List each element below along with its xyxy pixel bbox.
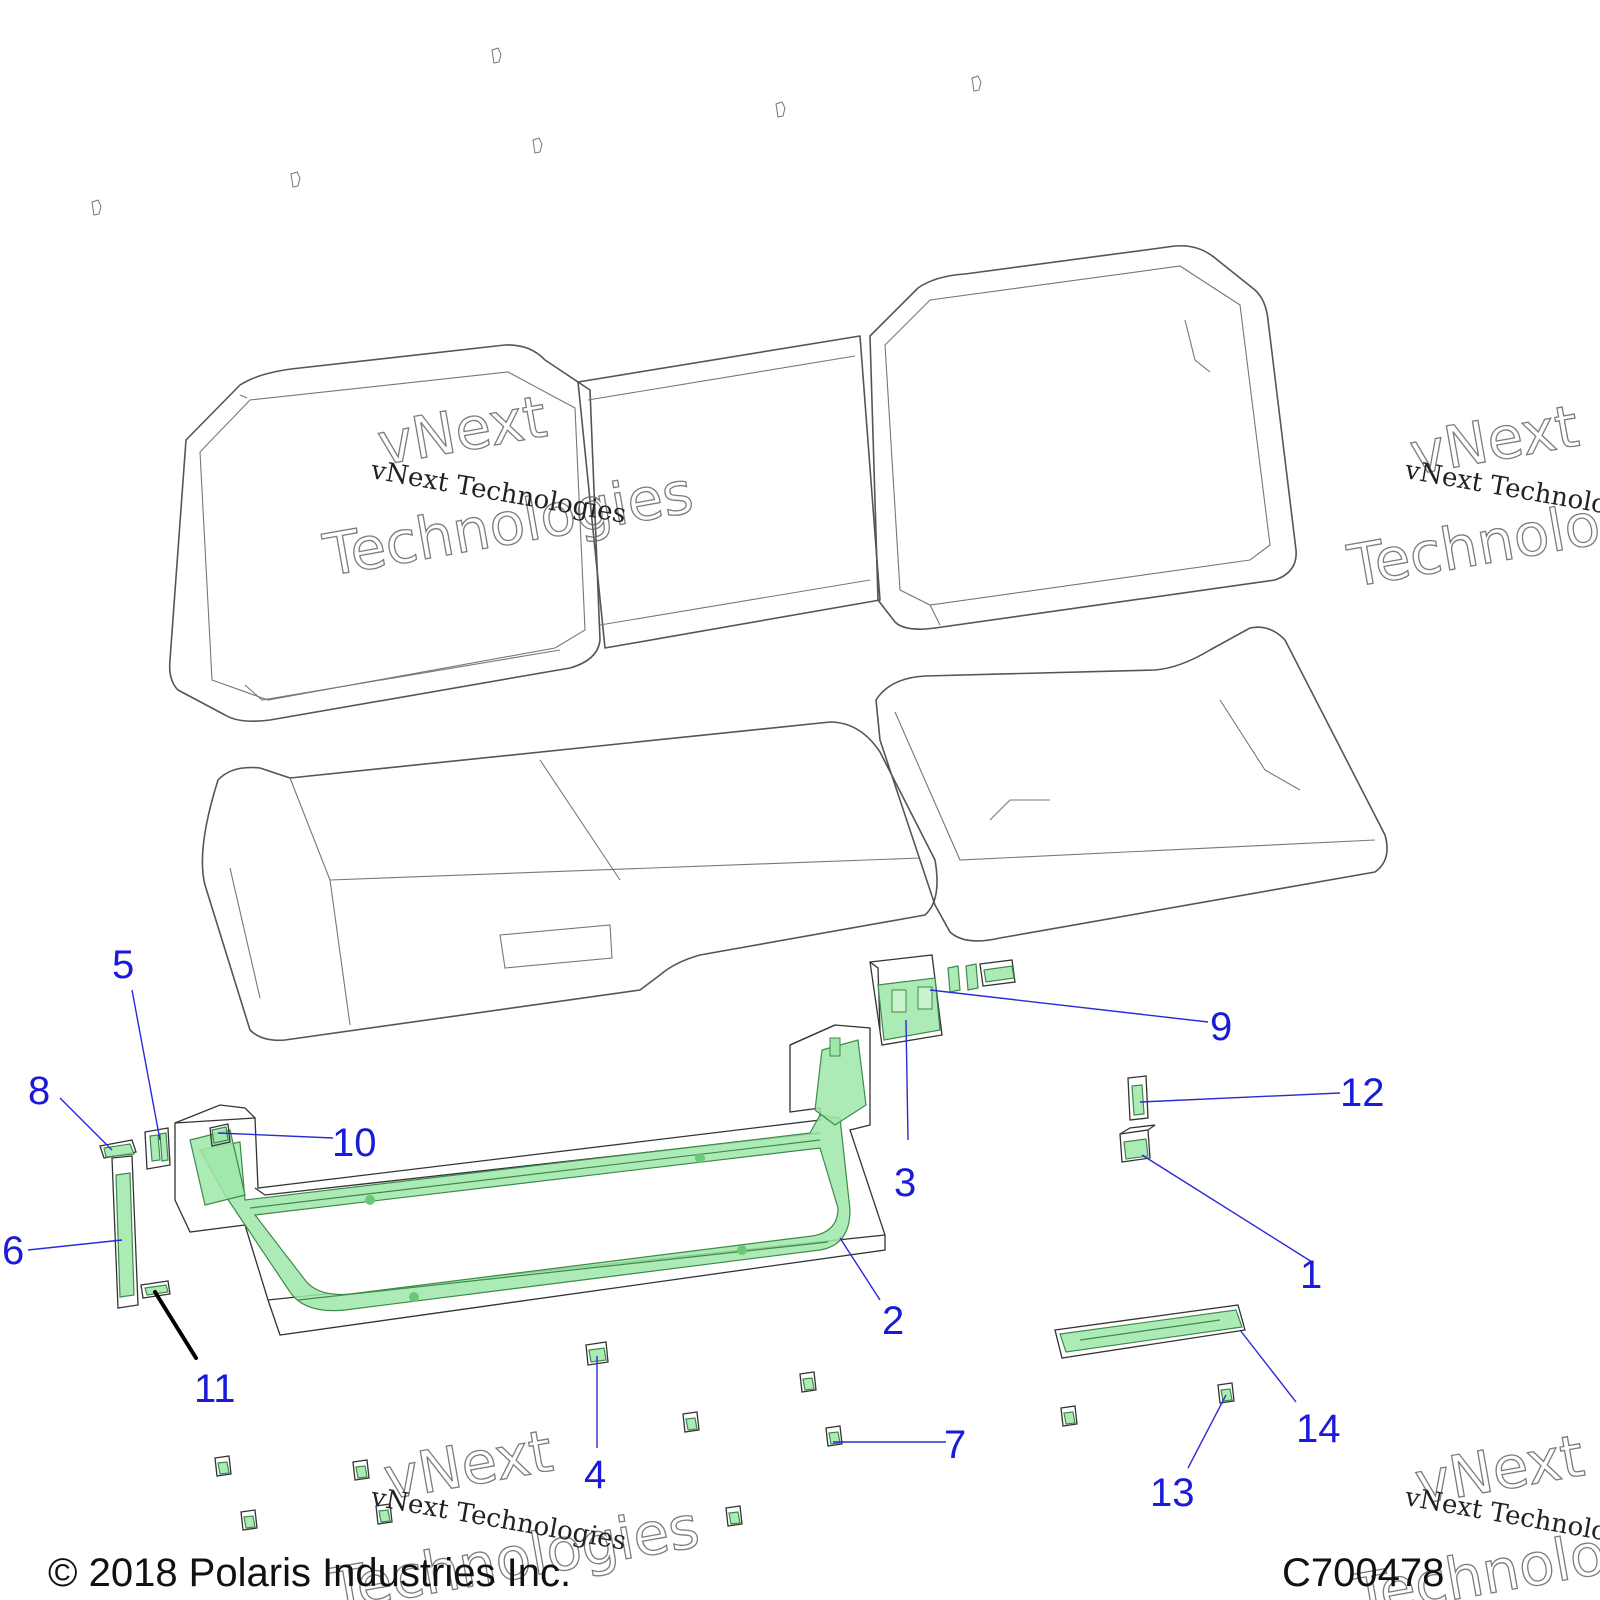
fastener-group bbox=[91, 47, 982, 216]
callout-12: 12 bbox=[1340, 1071, 1385, 1115]
callout-11: 11 bbox=[194, 1367, 236, 1411]
seat-backrest-middle bbox=[577, 335, 881, 649]
callout-1: 1 bbox=[1300, 1253, 1322, 1297]
seat-cushion-left bbox=[201, 721, 938, 1042]
callout-8: 8 bbox=[28, 1069, 50, 1113]
callout-3: 3 bbox=[894, 1161, 916, 1205]
callout-4: 4 bbox=[584, 1453, 606, 1497]
watermark-top-center: vNext Technologies bbox=[318, 382, 699, 591]
callout-10: 10 bbox=[332, 1121, 377, 1165]
callout-2: 2 bbox=[882, 1299, 904, 1343]
leader-lines bbox=[27, 989, 1341, 1469]
callout-14: 14 bbox=[1296, 1407, 1341, 1451]
seat-cushion-right bbox=[875, 626, 1388, 942]
seat-backrest-left bbox=[168, 344, 601, 722]
part-3-bracket bbox=[869, 954, 943, 1046]
left-small-parts bbox=[99, 1123, 231, 1309]
drawing-number: C700478 bbox=[1282, 1551, 1444, 1595]
callout-6: 6 bbox=[2, 1229, 24, 1273]
callout-5: 5 bbox=[112, 943, 134, 987]
callout-labels: 1 2 3 4 5 6 7 8 9 10 11 12 13 14 bbox=[2, 943, 1385, 1515]
part-14-bar bbox=[1054, 1304, 1246, 1359]
nut-group bbox=[214, 1341, 1235, 1531]
callout-7: 7 bbox=[944, 1423, 966, 1467]
seat-frame-assembly bbox=[174, 1024, 886, 1336]
seat-backrest-right bbox=[869, 244, 1297, 630]
callout-9: 9 bbox=[1210, 1005, 1232, 1049]
part-12-and-1 bbox=[1119, 1075, 1156, 1163]
part-9-clips bbox=[947, 959, 1016, 993]
copyright-text: © 2018 Polaris Industries Inc. bbox=[48, 1551, 571, 1595]
callout-13: 13 bbox=[1150, 1471, 1195, 1515]
